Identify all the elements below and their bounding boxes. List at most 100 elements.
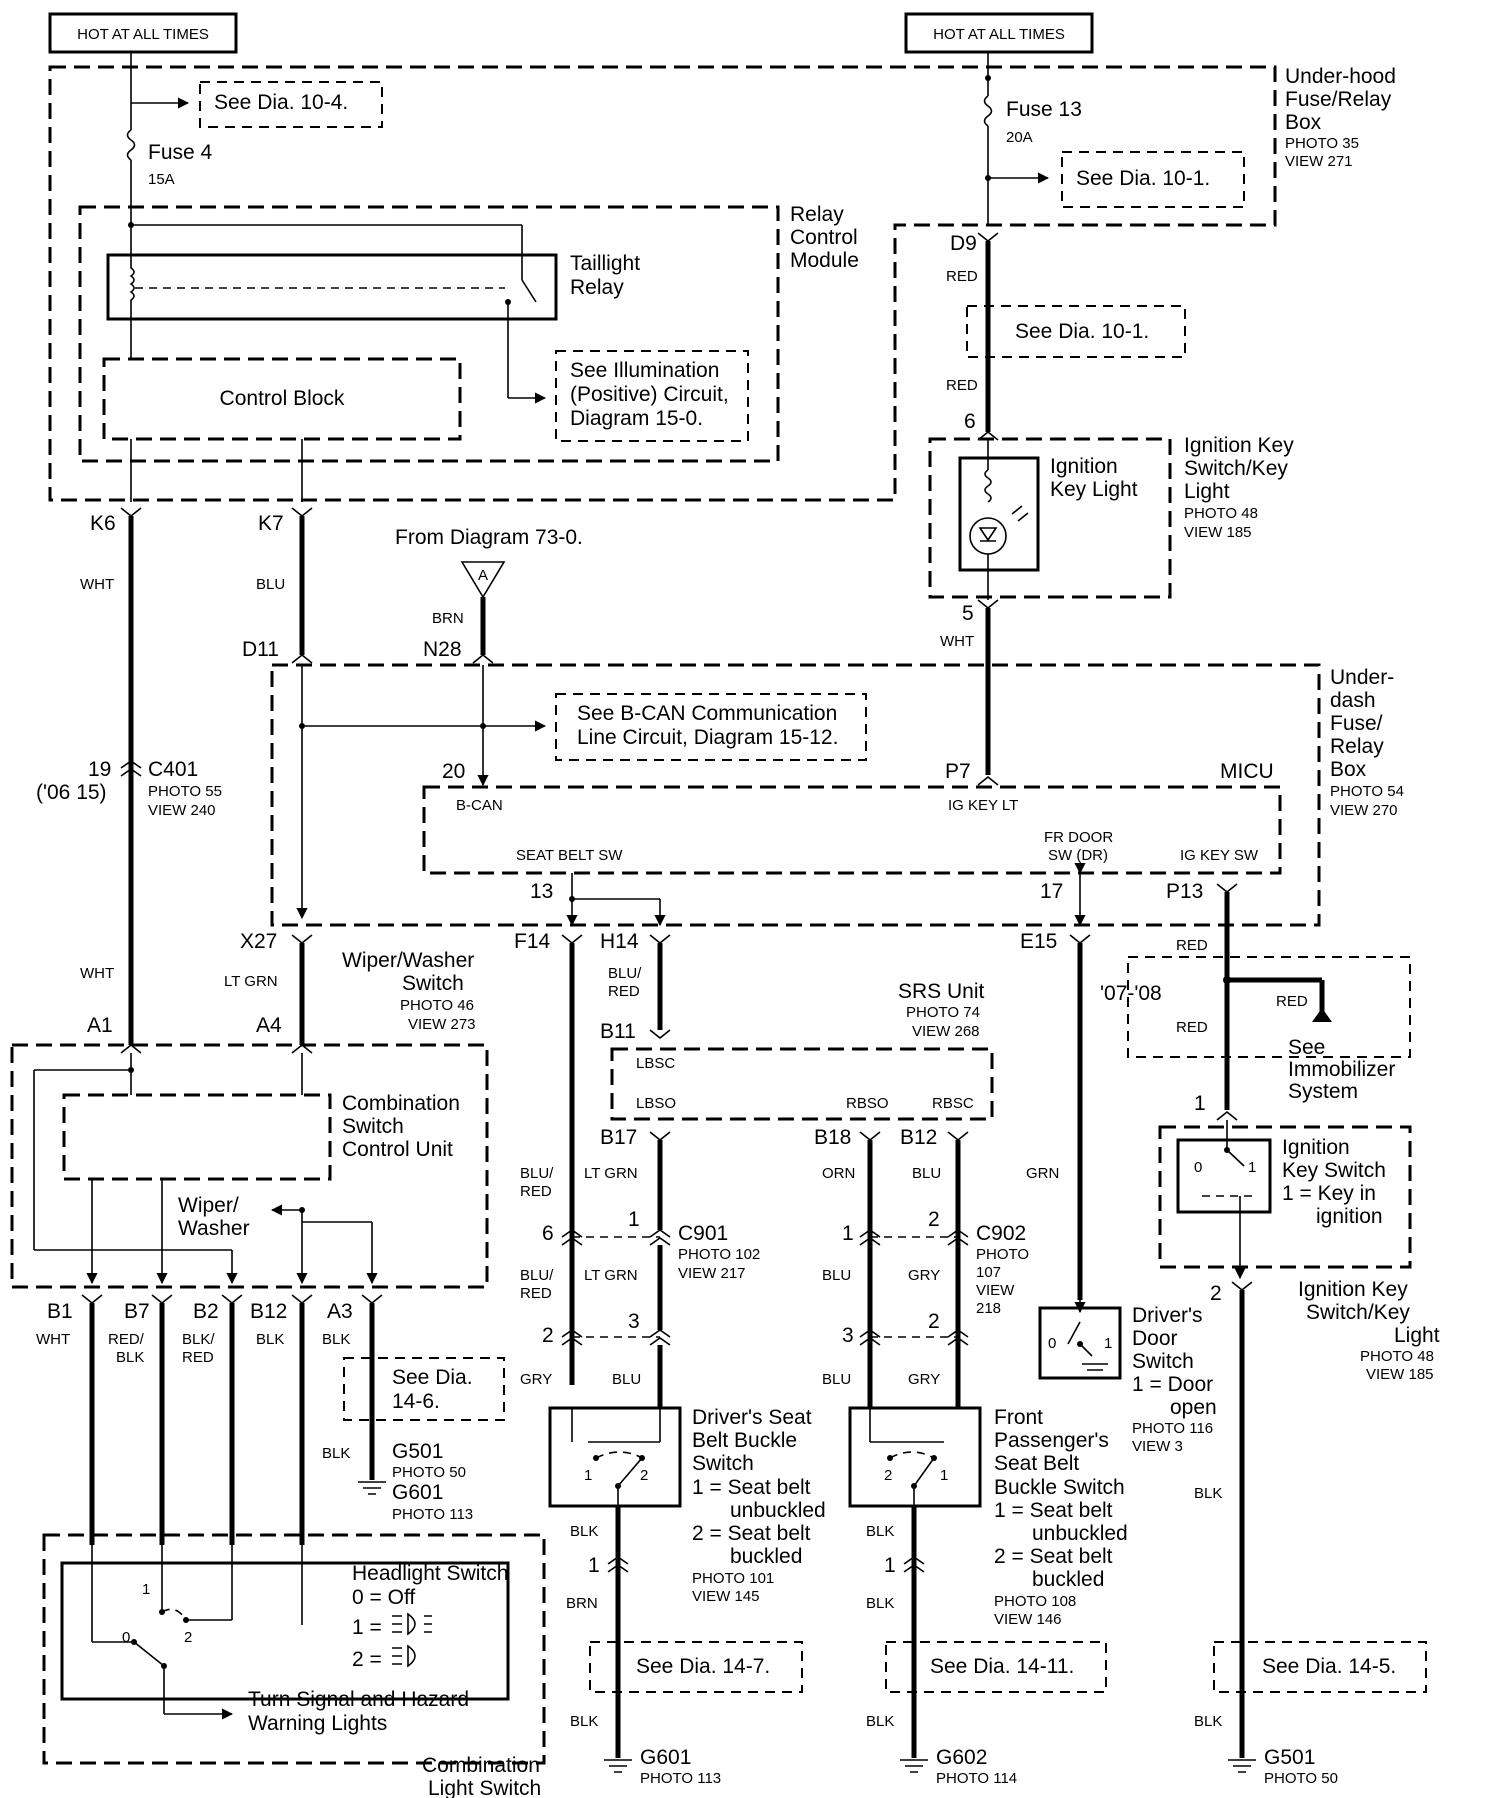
svg-text:1 = Key in: 1 = Key in xyxy=(1282,1182,1376,1205)
pin-k6: K6 xyxy=(90,512,116,535)
svg-text:VIEW 185: VIEW 185 xyxy=(1366,1366,1434,1383)
svg-text:1: 1 xyxy=(940,1467,948,1484)
svg-text:PHOTO 116: PHOTO 116 xyxy=(1132,1420,1213,1437)
svg-text:C401: C401 xyxy=(148,758,198,781)
svg-text:buckled: buckled xyxy=(730,1545,802,1568)
svg-text:2: 2 xyxy=(884,1467,892,1484)
svg-text:VIEW 270: VIEW 270 xyxy=(1330,802,1398,819)
svg-text:PHOTO 108: PHOTO 108 xyxy=(994,1593,1076,1610)
svg-text:G501: G501 xyxy=(1264,1746,1315,1769)
svg-text:VIEW 185: VIEW 185 xyxy=(1184,524,1252,541)
passenger-buckle-title: Front Passenger's Seat Belt Buckle Switc… xyxy=(994,1406,1128,1628)
svg-text:BRN: BRN xyxy=(566,1595,598,1612)
hot-label-right: HOT AT ALL TIMES xyxy=(904,12,1094,54)
svg-text:Wiper/: Wiper/ xyxy=(178,1194,239,1217)
svg-text:PHOTO 114: PHOTO 114 xyxy=(936,1770,1017,1787)
headlight-switch-label: Headlight Switch xyxy=(352,1562,508,1585)
svg-text:FR DOOR: FR DOOR xyxy=(1044,829,1113,846)
svg-text:(Positive) Circuit,: (Positive) Circuit, xyxy=(570,383,729,406)
svg-text:B-CAN: B-CAN xyxy=(456,797,503,814)
svg-text:B2: B2 xyxy=(193,1300,219,1323)
from-diagram-73-0: From Diagram 73-0. xyxy=(395,526,583,549)
svg-text:buckled: buckled xyxy=(1032,1568,1104,1591)
driver-buckle-contact-icon xyxy=(617,1457,643,1487)
svg-text:open: open xyxy=(1170,1396,1217,1419)
pin-d9: D9 xyxy=(950,232,977,255)
svg-text:RED: RED xyxy=(182,1349,214,1366)
ignition-key-switch-title: Ignition Key Switch 1 = Key in ignition xyxy=(1282,1136,1386,1228)
svg-text:B1: B1 xyxy=(47,1300,73,1323)
svg-text:Light Switch: Light Switch xyxy=(428,1777,541,1798)
svg-text:Switch/Key: Switch/Key xyxy=(1306,1301,1410,1324)
relay-control-module xyxy=(78,205,780,463)
svg-text:BLU/: BLU/ xyxy=(608,965,642,982)
svg-text:See Dia. 10-4.: See Dia. 10-4. xyxy=(214,91,348,114)
svg-text:Driver's: Driver's xyxy=(1132,1304,1203,1327)
underdash-box-title: Under- dash Fuse/ Relay Box PHOTO 54 VIE… xyxy=(1330,666,1404,819)
svg-text:Switch/Key: Switch/Key xyxy=(1184,457,1288,480)
taillight-relay-label-2: Relay xyxy=(570,276,624,299)
svg-text:Passenger's: Passenger's xyxy=(994,1429,1109,1452)
see-dia-14-11-ref: See Dia. 14-11. xyxy=(885,1641,1107,1693)
triangle-a-icon xyxy=(460,561,506,599)
svg-text:1: 1 xyxy=(588,1554,600,1577)
svg-text:BLK: BLK xyxy=(322,1331,350,1348)
svg-text:VIEW 268: VIEW 268 xyxy=(912,1023,980,1040)
svg-text:PHOTO 50: PHOTO 50 xyxy=(1264,1770,1338,1787)
svg-text:See Dia. 10-1.: See Dia. 10-1. xyxy=(1076,167,1210,190)
srs-unit-title: SRS Unit PHOTO 74 VIEW 268 xyxy=(898,980,985,1040)
svg-text:Relay: Relay xyxy=(790,203,844,226)
svg-text:IG KEY LT: IG KEY LT xyxy=(948,797,1018,814)
svg-text:See Dia. 14-11.: See Dia. 14-11. xyxy=(930,1655,1074,1678)
svg-text:Switch: Switch xyxy=(342,1115,404,1138)
svg-text:2: 2 xyxy=(640,1467,648,1484)
wiper-washer-switch-title: Wiper/Washer Switch PHOTO 46 VIEW 273 xyxy=(342,949,476,1033)
relay-module-title: Relay Control Module xyxy=(790,203,859,272)
pin-k7: K7 xyxy=(258,512,284,535)
svg-text:BLU: BLU xyxy=(822,1267,851,1284)
connector-c902 xyxy=(859,1229,969,1246)
srs-unit xyxy=(610,1047,994,1121)
svg-text:BLK: BLK xyxy=(1194,1485,1222,1502)
pin-a4: A4 xyxy=(256,1014,282,1037)
micu-unit xyxy=(422,785,1282,875)
svg-text:BLU: BLU xyxy=(612,1371,641,1388)
key-light-bulb-icon xyxy=(969,517,1007,555)
fuse-4-icon xyxy=(126,129,136,161)
svg-text:Fuse/: Fuse/ xyxy=(1330,712,1383,735)
door-switch-contact-icon xyxy=(1067,1321,1081,1345)
micu-label: MICU xyxy=(1220,760,1274,783)
svg-text:GRY: GRY xyxy=(520,1371,552,1388)
svg-text:VIEW 145: VIEW 145 xyxy=(692,1588,760,1605)
svg-text:B7: B7 xyxy=(124,1300,150,1323)
svg-text:2 =: 2 = xyxy=(352,1648,382,1671)
svg-text:GRY: GRY xyxy=(908,1267,940,1284)
relay-coil-icon xyxy=(129,225,135,358)
svg-text:1: 1 xyxy=(628,1208,640,1231)
ground-g501-g601-label: G501 PHOTO 50 G601 PHOTO 113 xyxy=(392,1440,473,1523)
svg-text:3: 3 xyxy=(842,1324,854,1347)
svg-text:RED: RED xyxy=(520,1183,552,1200)
svg-text:BLK: BLK xyxy=(866,1595,894,1612)
driver-seat-belt-buckle-switch xyxy=(548,1406,682,1508)
svg-text:Combination: Combination xyxy=(342,1092,460,1115)
pin-x27: X27 xyxy=(240,930,277,953)
svg-text:Door: Door xyxy=(1132,1327,1178,1350)
svg-text:F14: F14 xyxy=(514,930,551,953)
svg-text:LT GRN: LT GRN xyxy=(224,973,278,990)
underhood-fuse-box xyxy=(48,65,1277,502)
svg-text:PHOTO 48: PHOTO 48 xyxy=(1360,1348,1434,1365)
fuse-4-amp: 15A xyxy=(148,171,175,188)
svg-text:2 = Seat belt: 2 = Seat belt xyxy=(994,1545,1113,1568)
svg-text:VIEW 3: VIEW 3 xyxy=(1132,1438,1183,1455)
svg-text:unbuckled: unbuckled xyxy=(730,1499,826,1522)
svg-text:SW (DR): SW (DR) xyxy=(1048,847,1108,864)
control-block xyxy=(102,357,462,441)
svg-text:PHOTO 113: PHOTO 113 xyxy=(392,1506,473,1523)
control-block-label: Control Block xyxy=(220,387,345,410)
headlight-switch xyxy=(60,1561,510,1701)
svg-text:Under-hood: Under-hood xyxy=(1285,65,1396,88)
combo-lower-pins: B1 B7 B2 B12 A3 xyxy=(47,1300,353,1323)
svg-text:218: 218 xyxy=(976,1300,1001,1317)
svg-text:3: 3 xyxy=(628,1310,640,1333)
